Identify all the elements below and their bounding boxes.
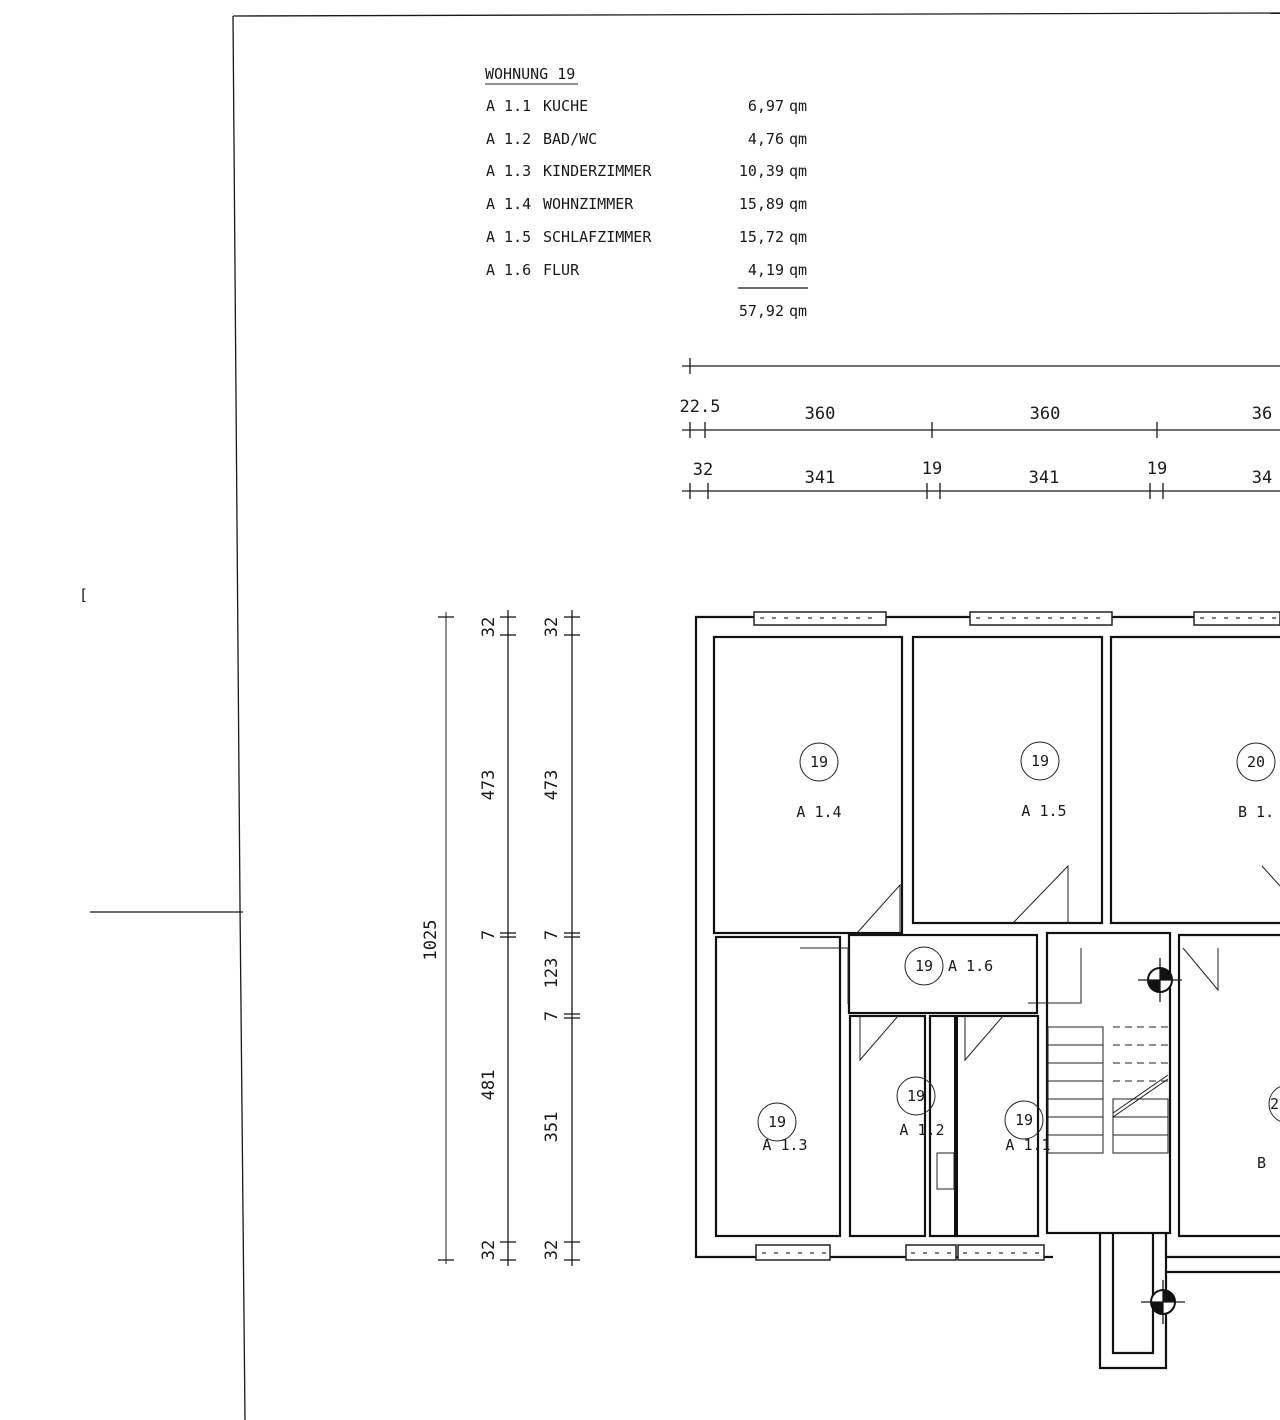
shaft [936,1152,955,1190]
schedule-row: A 1.1 KUCHE 6,97 qm [486,97,807,115]
dim-label: 473 [542,770,562,801]
dim-label: 7 [542,1011,562,1021]
room-a14 [712,635,904,935]
room-area: 6,97 [748,97,784,115]
room-name: SCHLAFZIMMER [543,228,652,246]
dim-label: 473 [479,770,499,801]
dim-label: 7 [542,930,562,940]
dim-label: 32 [542,1240,562,1260]
unit-number: 19 [1015,1111,1033,1129]
room-code: A 1.1 [486,97,531,115]
room-area: 15,72 [739,228,784,246]
room-label: A 1.4 [796,803,841,821]
room-label: A 1.5 [1021,802,1066,820]
dim-label: 32 [542,617,562,637]
room-label: A 1.1 [1005,1136,1050,1154]
unit-number: 19 [915,957,933,975]
room-area: 15,89 [739,195,784,213]
room-area: 4,19 [748,261,784,279]
unit-number: 19 [907,1087,925,1105]
area-unit: qm [789,195,807,213]
room-code: A 1.2 [486,130,531,148]
schedule-row: A 1.6 FLUR 4,19 qm [486,261,807,279]
windows [753,611,1280,1261]
stairs [1047,1026,1169,1154]
area-unit: qm [789,162,807,180]
dim-label: 22.5 [680,397,721,417]
room-name: BAD/WC [543,130,597,148]
room-tags: 19 A 1.4 19 A 1.5 20 B 1. 19 A 1.6 19 A … [757,741,1280,1172]
area-unit: qm [789,97,807,115]
margin-mark: [ [79,586,88,604]
stairwell [1045,931,1172,1235]
room-label: B 1. [1238,803,1274,821]
area-unit: qm [789,228,807,246]
room-name: FLUR [543,261,580,279]
dim-label: 1025 [421,920,441,961]
schedule-row: A 1.4 WOHNZIMMER 15,89 qm [486,195,807,213]
unit-number: 19 [810,753,828,771]
dim-label: 341 [1029,468,1060,488]
room-name: WOHNZIMMER [543,195,634,213]
area-unit: qm [789,261,807,279]
room-label: A 1.6 [948,957,993,975]
dim-label: 32 [479,1240,499,1260]
unit-number: 19 [768,1113,786,1131]
dim-label: 32 [693,460,713,480]
horizontal-dimensions: 22.5 360 360 36 32 341 19 341 19 34 [680,358,1280,499]
level-marker-icon [1138,958,1182,1002]
room-a12 [848,1014,927,1238]
schedule-row: A 1.3 KINDERZIMMER 10,39 qm [486,162,807,180]
room-a15 [911,635,1104,925]
area-unit: qm [789,130,807,148]
room-code: A 1.4 [486,195,531,213]
room-area: 4,76 [748,130,784,148]
dim-label: 360 [1030,404,1061,424]
room-schedule: WOHNUNG 19 A 1.1 KUCHE 6,97 qm A 1.2 BAD… [485,65,808,320]
unit-number: 19 [1031,752,1049,770]
room-b1 [1109,635,1280,925]
room-a13 [714,935,842,1238]
room-name: KUCHE [543,97,588,115]
room-a11 [928,1014,1040,1238]
room-code: A 1.6 [486,261,531,279]
room-a16 [847,933,1039,1015]
dim-label: 34 [1252,468,1272,488]
room-label: A 1.2 [899,1121,944,1139]
dim-label: 123 [542,958,562,989]
dim-label: 36 [1252,404,1272,424]
sheet-frame: [ [79,12,1280,1420]
room-code: A 1.3 [486,162,531,180]
dim-label: 19 [922,459,942,479]
room-name: KINDERZIMMER [543,162,652,180]
dim-label: 351 [542,1112,562,1143]
total-unit: qm [789,302,807,320]
dim-label: 341 [805,468,836,488]
dim-label: 7 [479,930,499,940]
dim-label: 481 [479,1070,499,1101]
room-code: A 1.5 [486,228,531,246]
schedule-title: WOHNUNG 19 [485,65,575,83]
total-area: 57,92 [739,302,784,320]
room-area: 10,39 [739,162,784,180]
room-label: A 1.3 [762,1136,807,1154]
vertical-dimensions: 1025 32 473 7 481 32 32 473 7 123 7 351 … [421,610,580,1266]
schedule-row: A 1.5 SCHLAFZIMMER 15,72 qm [486,228,807,246]
room-label: B [1257,1154,1266,1172]
dim-label: 19 [1147,459,1167,479]
unit-number: 20 [1247,753,1265,771]
unit-number: 2 [1270,1095,1279,1113]
schedule-row: A 1.2 BAD/WC 4,76 qm [486,130,807,148]
walls [694,615,1280,1370]
dim-label: 360 [805,404,836,424]
door-swings [800,864,1280,1062]
dim-label: 32 [479,617,499,637]
level-marker-icon [1141,1280,1185,1324]
